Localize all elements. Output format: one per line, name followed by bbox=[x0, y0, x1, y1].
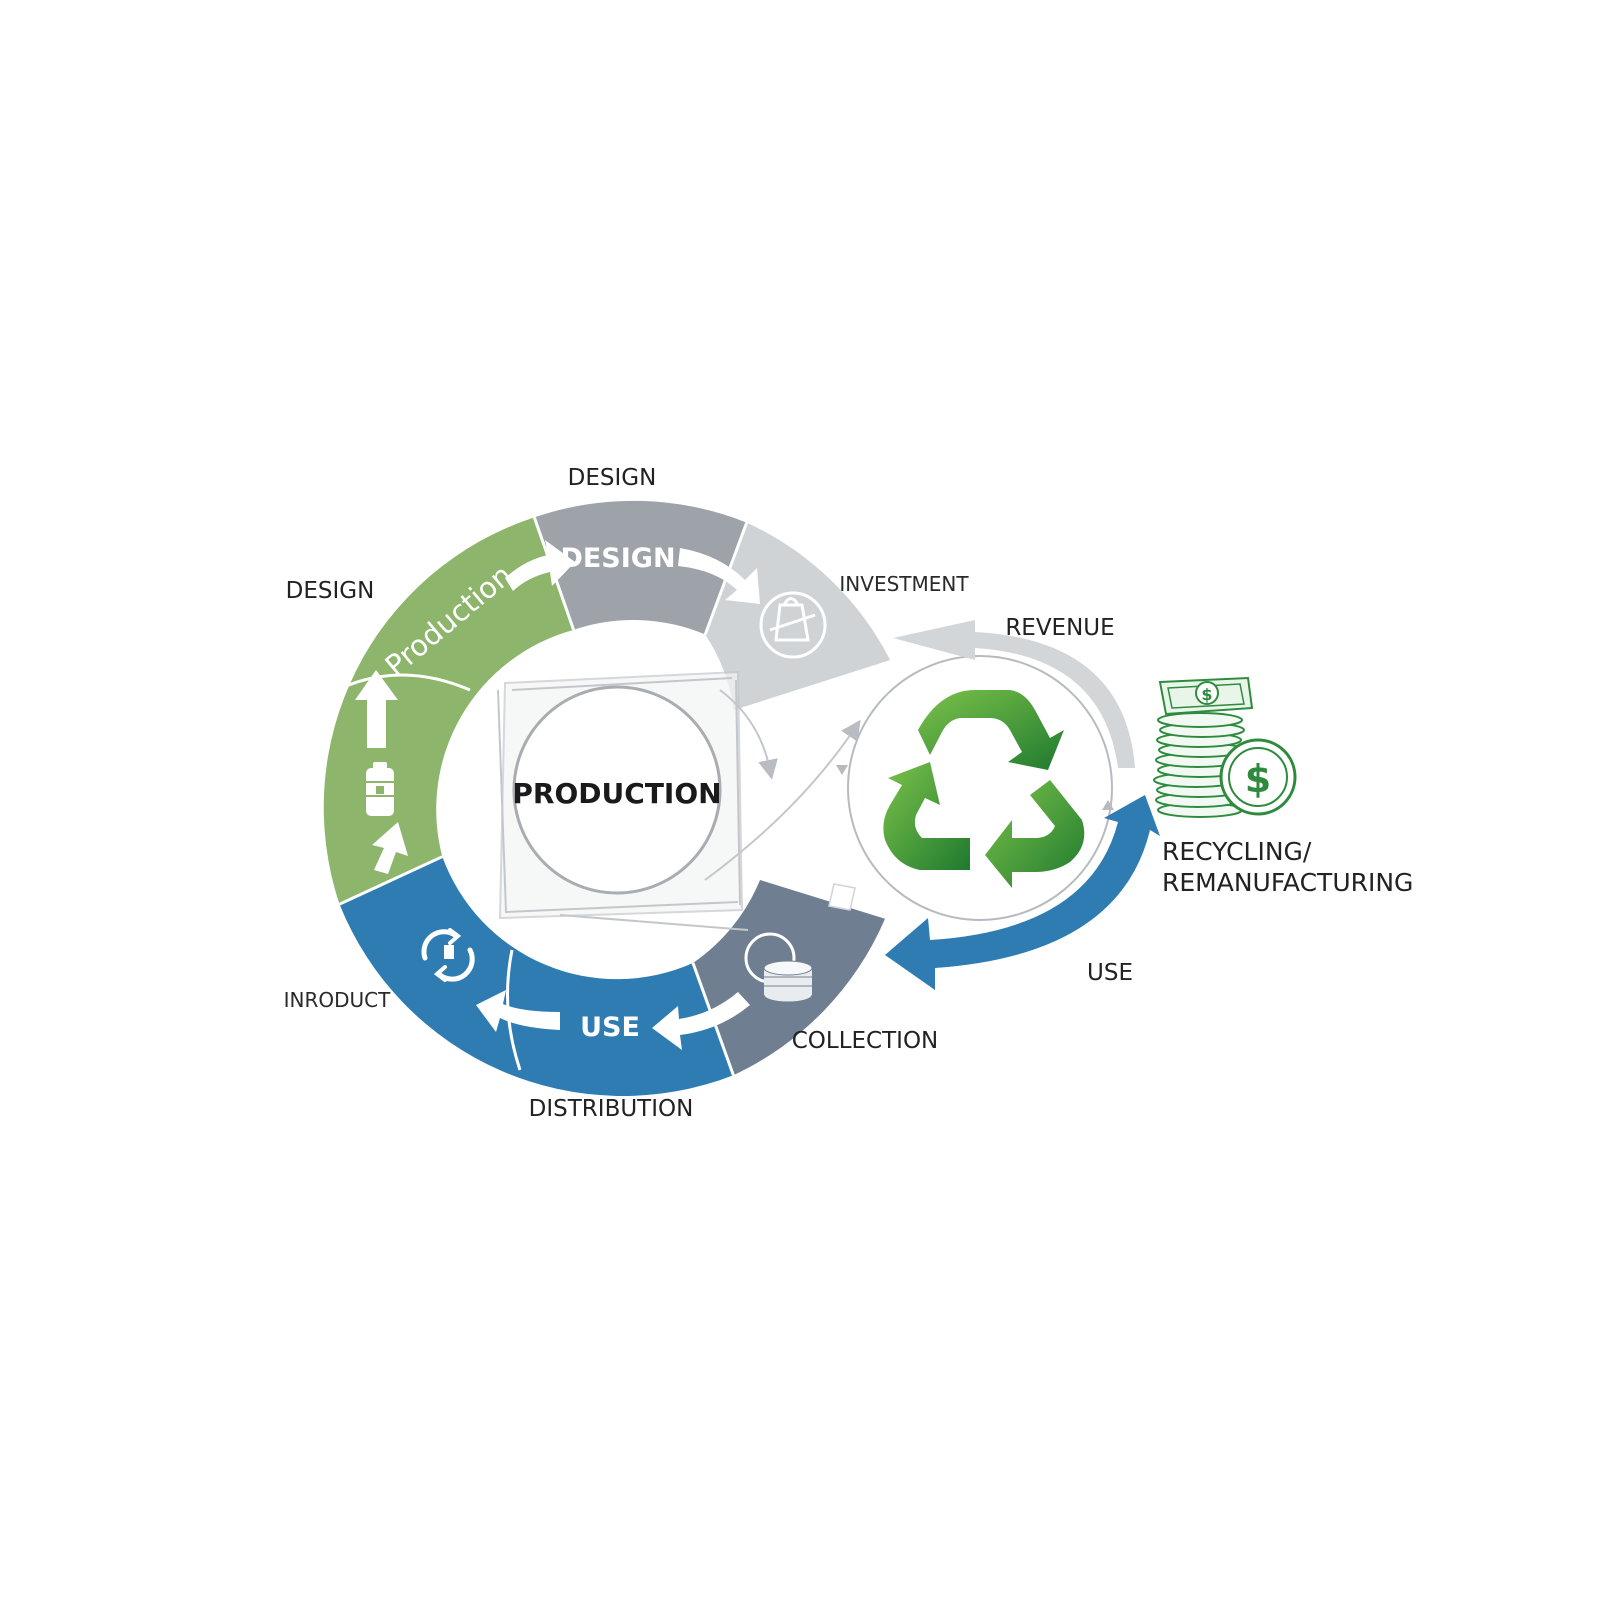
cycle-icon bbox=[421, 928, 475, 982]
label-revenue: REVENUE bbox=[1005, 615, 1114, 641]
arrow-use-to-inroduct bbox=[476, 990, 560, 1032]
ring-arrows bbox=[355, 540, 760, 1050]
label-collection: COLLECTION bbox=[792, 1028, 939, 1054]
label-design-left: DESIGN bbox=[286, 578, 375, 604]
production-circle bbox=[512, 685, 722, 895]
arrow-up-lower-left bbox=[372, 822, 408, 874]
revenue-arc-arrow bbox=[893, 620, 1135, 768]
arrow-production-to-design bbox=[505, 540, 575, 591]
arrow-up-upper-left bbox=[355, 670, 398, 748]
label-design-top: DESIGN bbox=[568, 465, 657, 491]
segment-use-blue bbox=[339, 856, 734, 1096]
battery-icon bbox=[366, 762, 394, 816]
label-distribution: DISTRIBUTION bbox=[529, 1096, 694, 1122]
use-arc-arrow bbox=[885, 795, 1160, 990]
label-recycling-line2: REMANUFACTURING bbox=[1162, 868, 1413, 897]
segment-label-design: DESIGN bbox=[560, 543, 675, 574]
recycle-icon bbox=[883, 690, 1085, 888]
center-title: PRODUCTION bbox=[512, 777, 721, 810]
svg-text:$: $ bbox=[1201, 685, 1212, 704]
label-inroduct: INRODUCT bbox=[284, 988, 392, 1012]
segment-investment-lightgray bbox=[705, 522, 891, 710]
inner-small-arrow-left bbox=[836, 765, 848, 775]
arrow-collection-to-use bbox=[652, 992, 750, 1050]
segment-design-gray bbox=[534, 500, 747, 635]
bag-icon bbox=[759, 591, 827, 659]
label-use-right: USE bbox=[1087, 960, 1133, 986]
svg-text:$: $ bbox=[1245, 757, 1271, 801]
label-investment: INVESTMENT bbox=[839, 572, 969, 596]
label-recycling-line1: RECYCLING/ bbox=[1162, 837, 1312, 866]
paper-note-icon bbox=[828, 883, 856, 911]
inner-small-arrow-right bbox=[1102, 800, 1114, 810]
coins-icon bbox=[744, 932, 813, 1003]
segment-label-use: USE bbox=[580, 1012, 640, 1043]
money-stack-icon: $ $ bbox=[1153, 676, 1297, 818]
arrow-design-to-investment bbox=[678, 548, 760, 604]
